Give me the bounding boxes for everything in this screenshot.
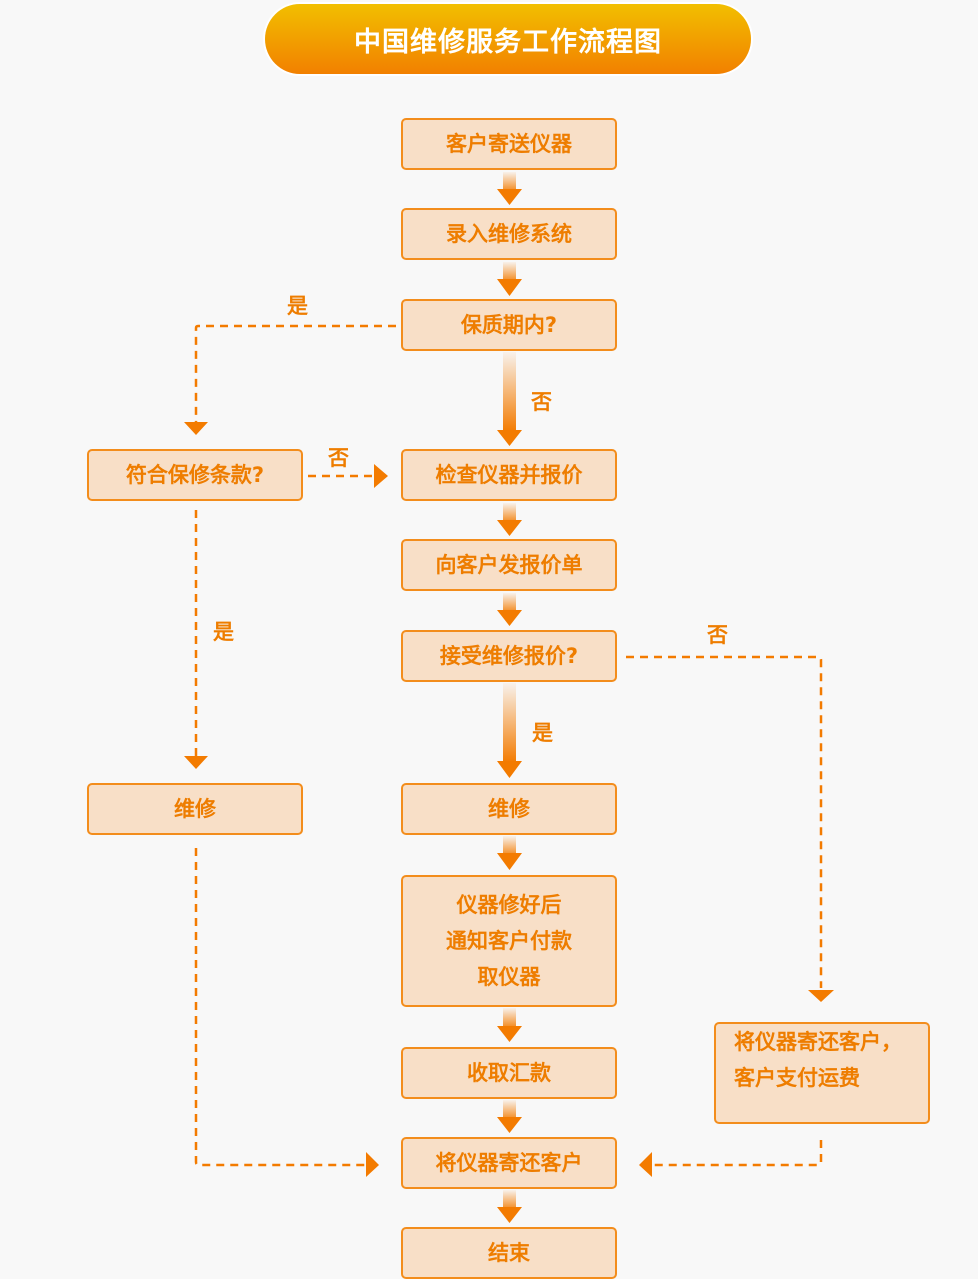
label-accept-yes: 是 (532, 721, 553, 745)
dashed-warranty-yes (194, 324, 396, 422)
diagram-title: 中国维修服务工作流程图 (265, 4, 751, 74)
arrow-quote-to-accept (497, 593, 522, 626)
arrow-collect-to-return (497, 1100, 522, 1133)
arrowhead-return-right (639, 1152, 652, 1177)
arrowhead-terms (184, 422, 208, 435)
arrowhead-return-left (366, 1152, 379, 1177)
node-return-instrument: 将仪器寄还客户 (401, 1137, 617, 1189)
dashed-accept-no (626, 655, 823, 988)
dashed-left-repair-to-return (194, 848, 368, 1167)
label-warranty-yes: 是 (287, 294, 308, 318)
node-notify-line-3: 取仪器 (477, 965, 541, 989)
arrow-repair-to-notify (497, 836, 522, 870)
node-collect-payment: 收取汇款 (401, 1047, 617, 1099)
label-warranty-no: 否 (531, 390, 552, 414)
node-within-warranty-decision: 保质期内? (401, 299, 617, 351)
node-end: 结束 (401, 1227, 617, 1279)
arrowhead-returnpay (808, 990, 834, 1002)
node-notify-line-2: 通知客户付款 (446, 929, 572, 953)
label-terms-yes: 是 (213, 620, 234, 644)
node-record-in-system: 录入维修系统 (401, 208, 617, 260)
label-terms-no: 否 (328, 446, 349, 470)
label-accept-no: 否 (707, 623, 728, 647)
arrow-inspect-to-quote (497, 503, 522, 536)
node-customer-sends-instrument: 客户寄送仪器 (401, 118, 617, 170)
arrow-notify-to-collect (497, 1008, 522, 1042)
node-send-quote: 向客户发报价单 (401, 539, 617, 591)
node-inspect-and-quote: 检查仪器并报价 (401, 449, 617, 501)
arrowhead-left-repair (184, 756, 208, 769)
arrowhead-inspect (374, 464, 388, 488)
arrow-send-to-record (497, 172, 522, 205)
arrow-accept-yes (497, 683, 522, 778)
node-repair-paid: 维修 (401, 783, 617, 835)
arrow-record-to-warranty (497, 262, 522, 296)
node-warranty-terms-decision: 符合保修条款? (87, 449, 303, 501)
node-notify-line-1: 仪器修好后 (456, 893, 562, 917)
arrow-warranty-no (497, 352, 522, 446)
node-accept-quote-decision: 接受维修报价? (401, 630, 617, 682)
arrow-return-to-end (497, 1190, 522, 1223)
dashed-returnpay-to-return (654, 1140, 823, 1167)
node-return-pay-line-1: 将仪器寄还客户， (734, 1030, 902, 1054)
node-return-customer-pays-shipping: 将仪器寄还客户， 客户支付运费 (714, 1022, 930, 1124)
node-return-pay-line-2: 客户支付运费 (734, 1066, 860, 1090)
node-notify-payment: 仪器修好后 通知客户付款 取仪器 (401, 875, 617, 1007)
node-repair-warranty: 维修 (87, 783, 303, 835)
